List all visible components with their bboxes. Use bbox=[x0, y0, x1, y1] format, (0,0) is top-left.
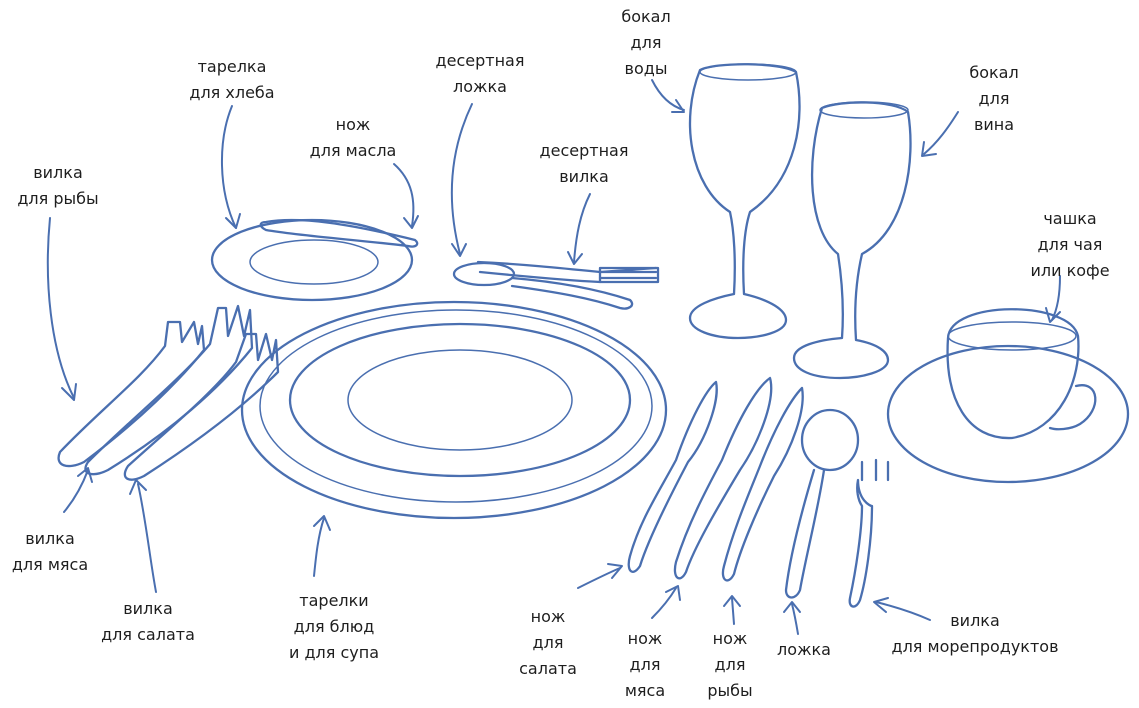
label-line: вилка bbox=[123, 599, 173, 618]
meat-fork bbox=[123, 332, 280, 481]
label-salad-knife: нож для салата bbox=[519, 604, 577, 682]
label-line: бокал bbox=[621, 7, 671, 26]
arrows bbox=[46, 79, 1061, 635]
label-line: для масла bbox=[309, 141, 397, 160]
label-butter-knife: нож для масла bbox=[310, 112, 397, 164]
label-line: вилка bbox=[25, 529, 75, 548]
label-salad-fork: вилка для салата bbox=[101, 596, 195, 648]
label-line: десертная bbox=[539, 141, 629, 160]
label-line: вилка bbox=[559, 167, 609, 186]
label-line: для рыбы bbox=[17, 189, 99, 208]
wine-glass bbox=[792, 101, 912, 380]
label-line: для bbox=[714, 655, 746, 674]
label-line: нож bbox=[712, 629, 748, 648]
label-line: тарелка bbox=[197, 57, 267, 76]
label-dessert-spoon: десертная ложка bbox=[436, 48, 525, 100]
label-line: ложка bbox=[453, 77, 507, 96]
label-line: или кофе bbox=[1030, 261, 1110, 280]
label-line: для салата bbox=[101, 625, 195, 644]
table-spoon bbox=[784, 408, 860, 599]
label-dessert-fork: десертная вилка bbox=[540, 138, 629, 190]
label-bread-plate: тарелка для хлеба bbox=[189, 54, 274, 106]
label-line: для хлеба bbox=[189, 83, 275, 102]
label-line: мяса bbox=[624, 681, 666, 700]
label-line: и для супа bbox=[288, 643, 380, 662]
label-meat-fork: вилка для мяса bbox=[12, 526, 88, 578]
label-line: вилка bbox=[950, 611, 1000, 630]
label-cup: чашка для чая или кофе bbox=[1030, 206, 1109, 284]
label-line: рыбы bbox=[707, 681, 753, 700]
label-plates: тарелки для блюд и для супа bbox=[289, 588, 379, 666]
label-line: бокал bbox=[969, 63, 1019, 82]
dinner-plates bbox=[240, 300, 668, 520]
label-line: десертная bbox=[435, 51, 525, 70]
seafood-fork bbox=[848, 458, 890, 608]
tea-cup bbox=[886, 308, 1130, 484]
label-wine-glass: бокал для вина bbox=[969, 60, 1018, 138]
label-line: салата bbox=[519, 659, 577, 678]
label-line: ложка bbox=[777, 640, 831, 659]
water-glass bbox=[688, 63, 801, 340]
label-line: для bbox=[629, 655, 661, 674]
label-line: чашка bbox=[1043, 209, 1097, 228]
label-line: для морепродуктов bbox=[891, 637, 1059, 656]
fish-knife bbox=[721, 386, 804, 582]
label-line: для мяса bbox=[11, 555, 89, 574]
label-line: для bbox=[630, 33, 662, 52]
label-line: нож bbox=[627, 629, 663, 648]
salad-fork bbox=[84, 304, 254, 476]
label-fish-knife: нож для рыбы bbox=[707, 626, 752, 704]
label-line: воды bbox=[624, 59, 668, 78]
label-line: для чая bbox=[1037, 235, 1103, 254]
label-water-glass: бокал для воды bbox=[621, 4, 670, 82]
meat-knife bbox=[673, 376, 773, 580]
label-spoon: ложка bbox=[777, 637, 831, 663]
label-line: нож bbox=[530, 607, 566, 626]
salad-knife bbox=[627, 380, 718, 573]
label-line: нож bbox=[335, 115, 371, 134]
label-fish-fork: вилка для рыбы bbox=[17, 160, 98, 212]
dessert-spoon bbox=[452, 261, 634, 310]
label-seafood-fork: вилка для морепродуктов bbox=[892, 608, 1059, 660]
dessert-fork bbox=[476, 260, 660, 284]
label-meat-knife: нож для мяса bbox=[625, 626, 665, 704]
butter-knife bbox=[259, 218, 419, 248]
label-line: для bbox=[978, 89, 1010, 108]
label-line: вина bbox=[973, 115, 1015, 134]
label-line: вилка bbox=[33, 163, 83, 182]
fish-fork bbox=[57, 320, 206, 468]
label-line: для bbox=[532, 633, 564, 652]
label-line: для блюд bbox=[293, 617, 375, 636]
label-line: тарелки bbox=[299, 591, 369, 610]
